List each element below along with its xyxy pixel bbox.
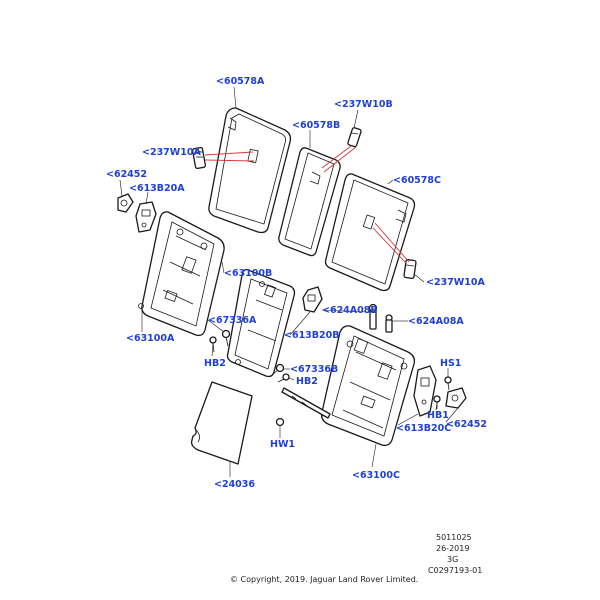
seat-back-cover-right xyxy=(324,173,416,292)
label-60578c[interactable]: <60578C xyxy=(393,175,441,186)
bolt-hb2-middle xyxy=(277,373,290,383)
bolt-hs1 xyxy=(444,376,452,391)
bolt-67336b xyxy=(272,363,285,375)
copyright-notice: © Copyright, 2019. Jaguar Land Rover Lim… xyxy=(230,575,418,584)
pin-624a08a xyxy=(385,314,393,333)
doc-info-line2: 26-2019 xyxy=(436,544,469,553)
label-60578a[interactable]: <60578A xyxy=(216,76,265,87)
label-613b20b[interactable]: <613B20B xyxy=(284,330,340,341)
seat-frame-63100c xyxy=(320,325,416,447)
label-237w10a-right[interactable]: <237W10A xyxy=(426,277,485,288)
clip-237w10b xyxy=(321,127,362,173)
clip-237w10a-right xyxy=(372,222,417,279)
bolt-67336a xyxy=(221,329,231,347)
label-624a08b[interactable]: <624A08B xyxy=(322,305,378,316)
label-62452-right[interactable]: <62452 xyxy=(446,419,487,430)
label-67336b[interactable]: <67336B xyxy=(290,364,338,375)
label-613b20a[interactable]: <613B20A xyxy=(129,183,185,194)
label-60578b[interactable]: <60578B xyxy=(292,120,340,131)
seat-back-cover-middle xyxy=(278,147,341,257)
label-63100b[interactable]: <63100B xyxy=(224,268,272,279)
back-panel-24036 xyxy=(190,381,253,465)
clip-237w10a-left xyxy=(192,146,255,170)
label-62452-left[interactable]: <62452 xyxy=(106,169,147,180)
label-624a08a[interactable]: <624A08A xyxy=(408,316,464,327)
label-237w10b[interactable]: <237W10B xyxy=(334,99,393,110)
label-237w10a-left[interactable]: <237W10A xyxy=(142,147,201,158)
label-hb2-middle[interactable]: HB2 xyxy=(296,376,318,387)
seat-frame-63100b xyxy=(226,268,296,378)
label-63100c[interactable]: <63100C xyxy=(352,470,400,481)
label-hb1[interactable]: HB1 xyxy=(427,410,449,421)
doc-info-line4: C0297193-01 xyxy=(428,566,482,575)
pin-624a08b xyxy=(368,303,378,330)
latch-613b20b xyxy=(302,286,323,313)
leader-lines xyxy=(119,86,459,477)
latch-613b20a xyxy=(135,201,157,233)
latch-613b20c xyxy=(413,365,437,417)
label-613b20c[interactable]: <613B20C xyxy=(396,423,451,434)
seat-frame-63100a xyxy=(138,211,225,337)
label-63100a[interactable]: <63100A xyxy=(126,333,175,344)
cable-hw1 xyxy=(275,387,331,427)
label-hw1[interactable]: HW1 xyxy=(270,439,295,450)
label-hs1[interactable]: HS1 xyxy=(440,358,461,369)
callout-labels: <60578A <237W10B <60578B <237W10A <62452… xyxy=(106,76,487,490)
bracket-62452-left xyxy=(117,193,134,213)
doc-info-line3: 3G xyxy=(447,555,458,564)
seat-back-cover-left xyxy=(208,107,292,234)
doc-info-line1: 5011025 xyxy=(436,533,472,542)
doc-info-block: 5011025 26-2019 3G C0297193-01 xyxy=(428,533,482,575)
label-24036[interactable]: <24036 xyxy=(214,479,255,490)
label-67336a[interactable]: <67336A xyxy=(208,315,257,326)
label-hb2-left[interactable]: HB2 xyxy=(204,358,226,369)
bracket-62452-right xyxy=(445,387,467,409)
